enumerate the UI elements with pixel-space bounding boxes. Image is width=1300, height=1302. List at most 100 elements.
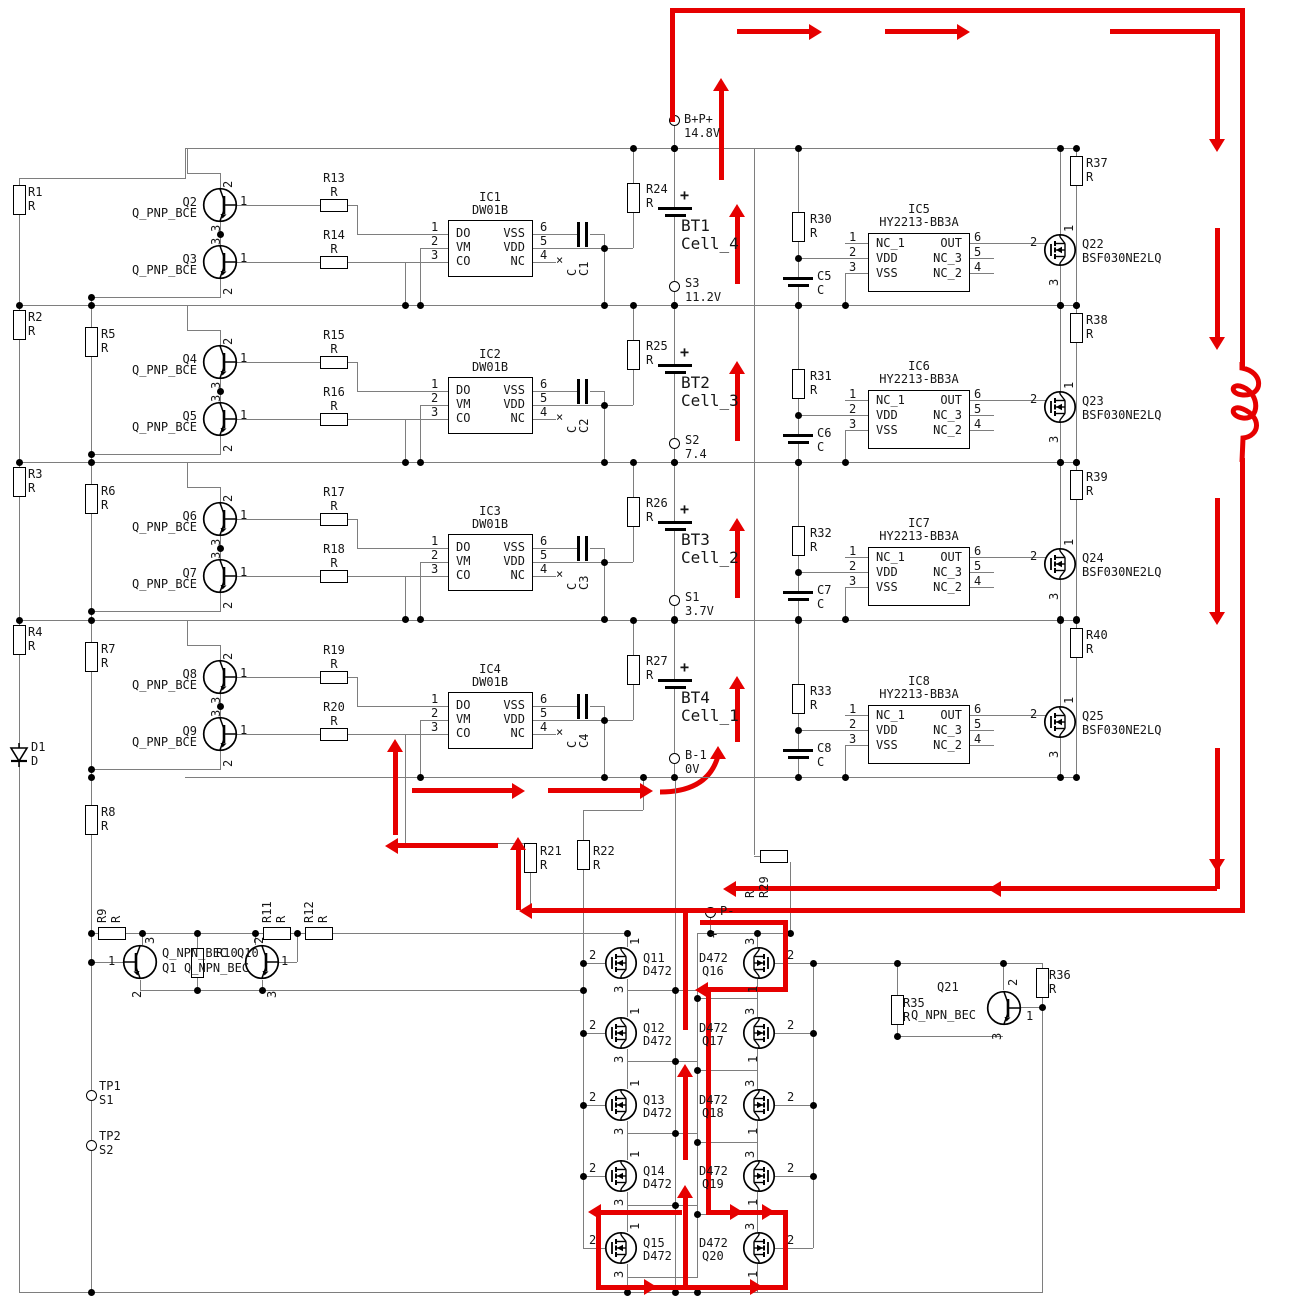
terminal-circle[interactable] — [669, 438, 680, 449]
resistor-body[interactable] — [792, 369, 805, 399]
label-plus: + — [680, 658, 690, 676]
resistor-body[interactable] — [760, 850, 788, 863]
label-stages-0-qtype: Q_PNP_BCE — [131, 263, 197, 277]
transistor-Q3-icon[interactable] — [202, 244, 239, 280]
resistor-body[interactable] — [85, 327, 98, 357]
ic-IC5[interactable] — [868, 233, 970, 292]
junction-dot — [88, 774, 95, 781]
current-arrowhead — [730, 1204, 743, 1220]
resistor-body[interactable] — [85, 805, 98, 835]
wire-segment — [627, 1133, 629, 1160]
resistor-body[interactable] — [13, 467, 26, 497]
resistor-body[interactable] — [1036, 968, 1049, 998]
resistor-body[interactable] — [627, 183, 640, 213]
mosfet-Q17-icon[interactable] — [742, 1016, 776, 1050]
plate-bar — [665, 371, 686, 374]
ic-IC8[interactable] — [868, 705, 970, 764]
resistor-body[interactable] — [891, 995, 904, 1025]
resistor-body[interactable] — [320, 256, 348, 269]
transistor-Q6-icon[interactable] — [202, 501, 239, 537]
plate-bar — [788, 441, 809, 444]
wire-segment — [754, 148, 756, 855]
ic-IC3[interactable] — [448, 534, 533, 591]
transistor-Q9-icon[interactable] — [202, 716, 239, 752]
resistor-body[interactable] — [263, 927, 291, 940]
label-stages-2-rb: R18 — [323, 542, 345, 556]
resistor-body[interactable] — [792, 212, 805, 242]
resistor-body[interactable] — [627, 497, 640, 527]
label-pins-co: CO — [456, 254, 471, 268]
junction-dot — [16, 302, 23, 309]
resistor-body[interactable] — [1070, 313, 1083, 343]
resistor-body[interactable] — [320, 356, 348, 369]
mosfet-Q11-icon[interactable] — [604, 946, 638, 980]
label-pins-vdd: VDD — [503, 554, 525, 568]
wire-segment — [970, 430, 994, 432]
resistor-body[interactable] — [320, 199, 348, 212]
resistor-body[interactable] — [320, 513, 348, 526]
transistor-Q4-icon[interactable] — [202, 344, 239, 380]
resistor-body[interactable] — [792, 684, 805, 714]
label-r: R — [28, 481, 36, 495]
mosfet-Q12-icon[interactable] — [604, 1016, 638, 1050]
resistor-body[interactable] — [305, 927, 333, 940]
wire-segment — [633, 370, 635, 405]
resistor-body[interactable] — [320, 570, 348, 583]
mosfet-Q24-icon[interactable] — [1043, 547, 1077, 581]
terminal-circle[interactable] — [669, 753, 680, 764]
transistor-q1-icon[interactable] — [121, 944, 158, 980]
resistor-body[interactable] — [191, 948, 204, 978]
resistor-body[interactable] — [85, 642, 98, 672]
transistor-Q5-icon[interactable] — [202, 401, 239, 437]
ic-IC1[interactable] — [448, 220, 533, 277]
resistor-body[interactable] — [627, 340, 640, 370]
mosfet-Q14-icon[interactable] — [604, 1159, 638, 1193]
transistor-Q2-icon[interactable] — [202, 187, 239, 223]
ic-IC4[interactable] — [448, 692, 533, 749]
resistor-body[interactable] — [85, 484, 98, 514]
resistor-body[interactable] — [524, 843, 537, 873]
wire-segment — [697, 1142, 757, 1144]
diode-d1-icon[interactable] — [8, 741, 30, 769]
mosfet-Q16-icon[interactable] — [742, 946, 776, 980]
resistor-body[interactable] — [627, 655, 640, 685]
label-pins-n1: 1 — [1026, 1009, 1034, 1023]
label-pins-n1: 1 — [628, 1150, 642, 1158]
ic-IC7[interactable] — [868, 547, 970, 606]
resistor-body[interactable] — [13, 185, 26, 215]
resistor-body[interactable] — [577, 840, 590, 870]
mosfet-Q20-icon[interactable] — [742, 1231, 776, 1265]
transistor-Q7-icon[interactable] — [202, 558, 239, 594]
mosfet-Q19-icon[interactable] — [742, 1159, 776, 1193]
transistor-q21-icon[interactable] — [986, 990, 1023, 1026]
mosfet-Q13-icon[interactable] — [604, 1088, 638, 1122]
label-pins-nc1: NC_1 — [876, 236, 905, 250]
current-path — [706, 988, 711, 1212]
terminal-circle[interactable] — [86, 1090, 97, 1101]
resistor-body[interactable] — [98, 927, 126, 940]
resistor-body[interactable] — [1070, 628, 1083, 658]
mosfet-Q18-icon[interactable] — [742, 1088, 776, 1122]
mosfet-Q23-icon[interactable] — [1043, 390, 1077, 424]
resistor-body[interactable] — [1070, 156, 1083, 186]
mosfet-Q22-icon[interactable] — [1043, 233, 1077, 267]
terminal-circle[interactable] — [86, 1140, 97, 1151]
resistor-body[interactable] — [13, 310, 26, 340]
label-pins-n3: 3 — [743, 1079, 757, 1087]
ic-IC6[interactable] — [868, 390, 970, 449]
mosfet-Q25-icon[interactable] — [1043, 705, 1077, 739]
resistor-body[interactable] — [1070, 470, 1083, 500]
resistor-body[interactable] — [13, 625, 26, 655]
terminal-circle[interactable] — [669, 595, 680, 606]
plate-bar — [783, 434, 813, 437]
resistor-body[interactable] — [320, 413, 348, 426]
transistor-Q8-icon[interactable] — [202, 659, 239, 695]
mosfet-Q15-icon[interactable] — [604, 1231, 638, 1265]
label-pins-n2: 2 — [221, 287, 235, 295]
terminal-circle[interactable] — [669, 281, 680, 292]
resistor-body[interactable] — [320, 728, 348, 741]
ic-IC2[interactable] — [448, 377, 533, 434]
wire-segment — [140, 990, 583, 992]
resistor-body[interactable] — [792, 526, 805, 556]
resistor-body[interactable] — [320, 671, 348, 684]
